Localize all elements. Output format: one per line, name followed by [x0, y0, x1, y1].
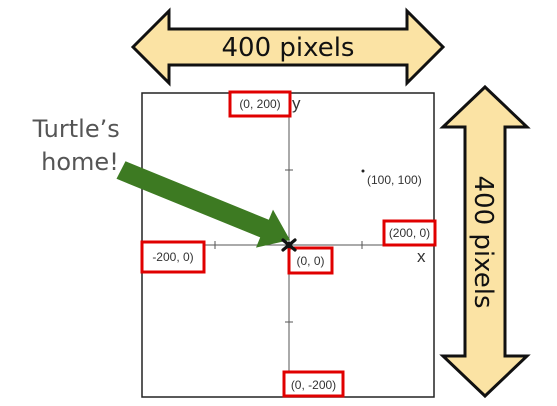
x-axis-letter: x	[417, 247, 426, 266]
bottom-coordinate-box	[282, 370, 345, 398]
left-coordinate-label: -200, 0)	[152, 250, 193, 264]
turtle-home-line-1: Turtle’s	[32, 115, 120, 143]
sample-point-dot	[361, 169, 365, 173]
right-coordinate-box	[382, 219, 437, 247]
height-double-arrow	[439, 84, 531, 399]
top-coordinate-label: (0, 200)	[239, 97, 280, 111]
turtle-home-label: Turtle’s home!	[32, 115, 128, 176]
y-axis-letter: y	[292, 94, 301, 113]
width-label: 400 pixels	[222, 33, 355, 63]
width-double-arrow	[130, 7, 446, 87]
turtle-icon	[281, 238, 297, 252]
height-label: 400 pixels	[468, 176, 498, 309]
turtle-home-pointer-arrow	[116, 161, 290, 248]
left-coordinate-box	[140, 240, 206, 274]
turtle-home-line-2: home!	[41, 148, 119, 176]
sample-point-label: (100, 100)	[367, 173, 422, 187]
right-coordinate-label: (200, 0)	[389, 226, 430, 240]
origin-coordinate-label: (0, 0)	[296, 254, 324, 268]
bottom-coordinate-label: (0, -200)	[291, 378, 336, 392]
top-coordinate-box	[228, 90, 292, 118]
origin-coordinate-box	[287, 246, 334, 275]
